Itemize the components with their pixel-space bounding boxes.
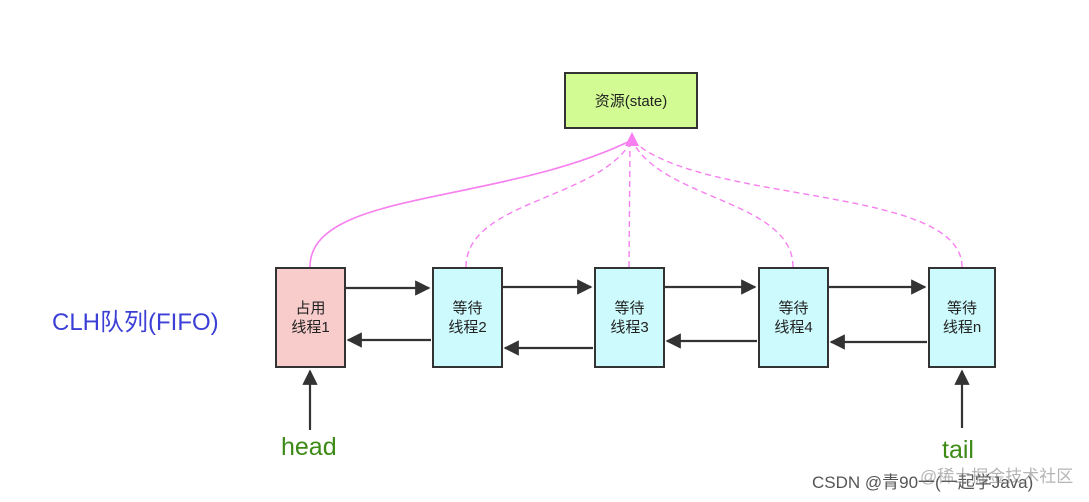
tail-label: tail (942, 436, 974, 464)
node-thread-label: 线程4 (774, 318, 813, 336)
waitingn-to-resource-link (631, 139, 963, 268)
head-label: head (281, 433, 337, 461)
waiting3-to-resource-link (628, 141, 631, 268)
node-thread-label: 线程n (942, 318, 982, 336)
node-thread-label: 线程3 (610, 318, 649, 336)
owner-to-resource-link (309, 139, 633, 268)
csdn-watermark: CSDN @青90一(一起学Java) (812, 473, 1034, 492)
resource-state-box: 资源(state) (564, 72, 698, 129)
node-thread-label: 线程2 (448, 318, 487, 336)
thread-node-waiting-4: 等待 线程4 (758, 267, 829, 368)
thread-node-waiting-n: 等待 线程n (928, 267, 996, 368)
node-thread-label: 线程1 (291, 318, 330, 336)
node-status-label: 等待 (614, 299, 645, 317)
node-status-label: 等待 (452, 299, 483, 317)
waiting2-to-resource-link (465, 139, 633, 268)
thread-node-waiting-3: 等待 线程3 (594, 267, 665, 368)
juejin-watermark: @稀土掘金技术社区 (920, 467, 1074, 486)
node-status-label: 占用 (295, 299, 326, 317)
thread-node-waiting-2: 等待 线程2 (432, 267, 503, 368)
waiting4-to-resource-link (631, 139, 794, 268)
node-status-label: 等待 (946, 299, 977, 317)
thread-node-owner: 占用 线程1 (275, 267, 346, 368)
node-status-label: 等待 (778, 299, 809, 317)
resource-arrowhead (625, 132, 639, 146)
resource-label: 资源(state) (594, 93, 668, 110)
clh-queue-label: CLH队列(FIFO) (52, 309, 219, 336)
